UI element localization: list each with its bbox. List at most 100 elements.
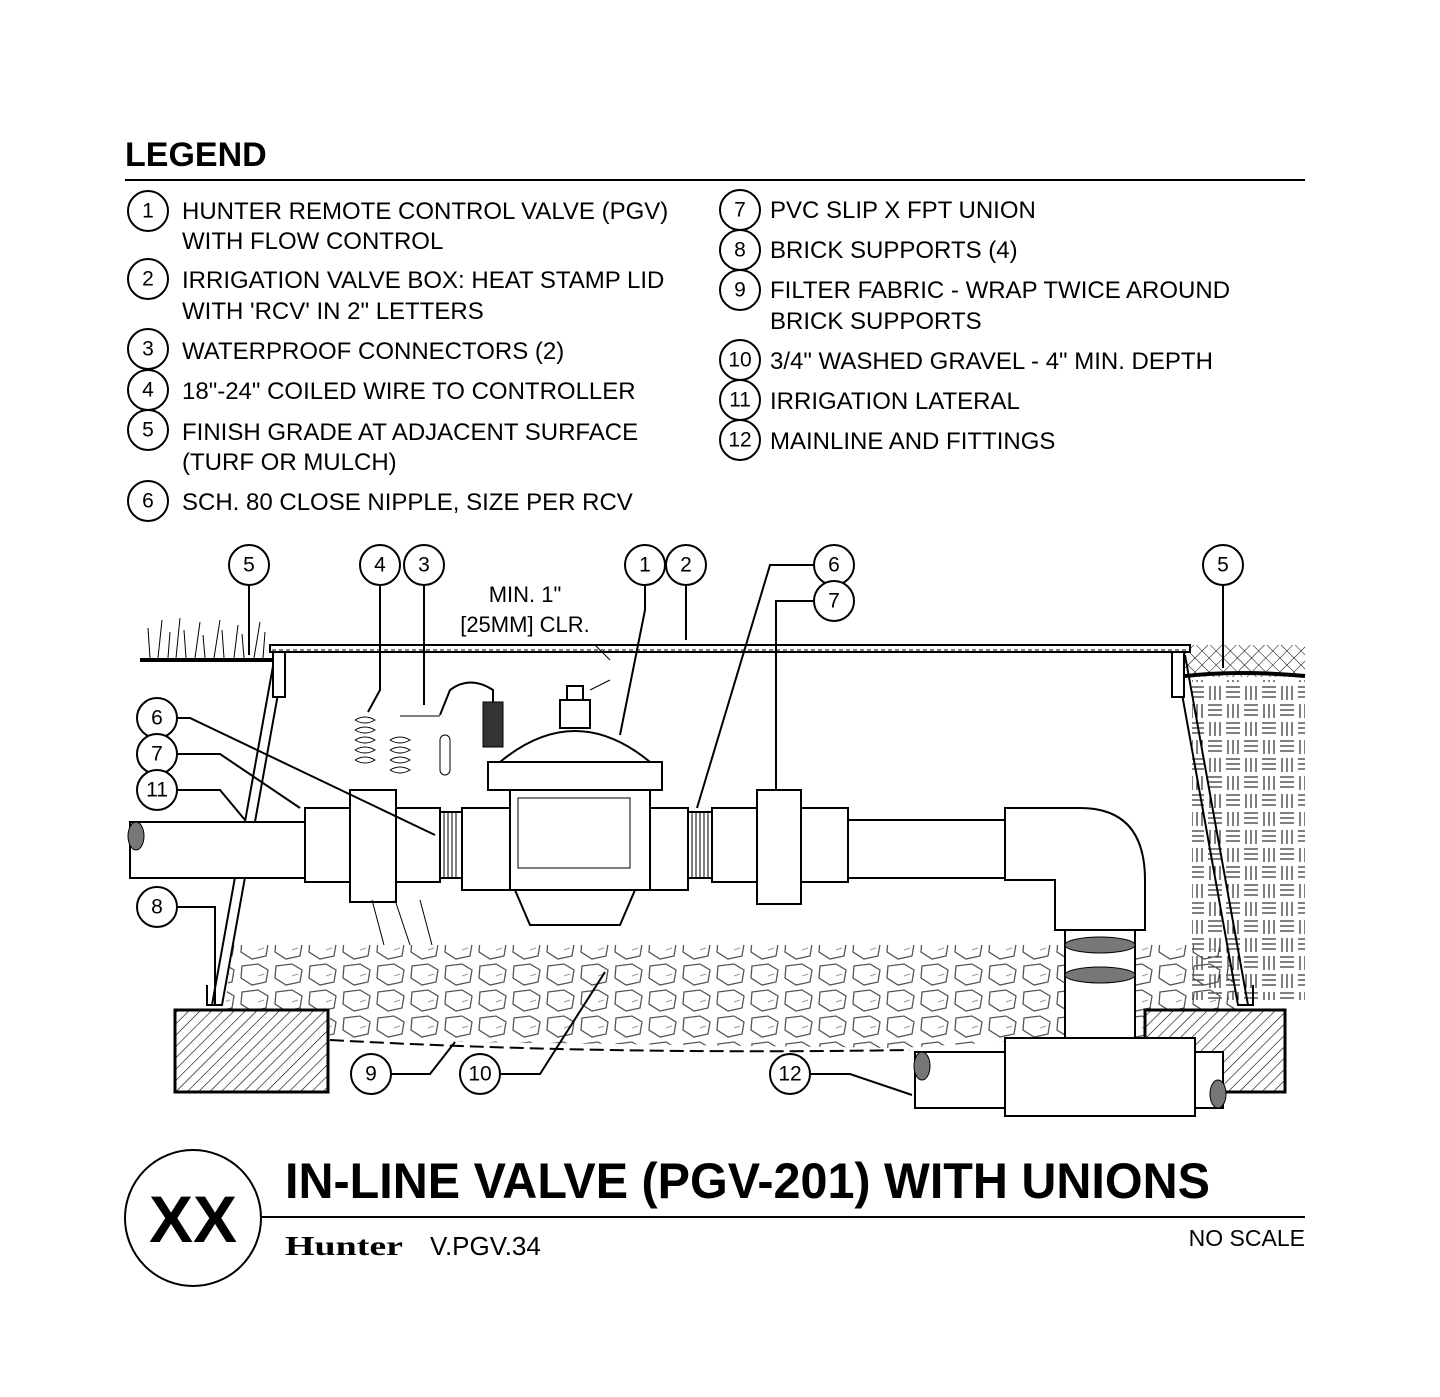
callout-7-right: 7 bbox=[813, 580, 855, 622]
svg-text:12: 12 bbox=[778, 1063, 801, 1086]
drawing-number: V.PGV.34 bbox=[430, 1231, 541, 1261]
legend-right-column: 7 PVC SLIP X FPT UNION 8 BRICK SUPPORTS … bbox=[719, 189, 1230, 461]
svg-text:FILTER FABRIC - WRAP TWICE ARO: FILTER FABRIC - WRAP TWICE AROUND bbox=[770, 277, 1230, 304]
turf-grade bbox=[140, 617, 275, 662]
legend-item-10: 10 3/4" WASHED GRAVEL - 4" MIN. DEPTH bbox=[719, 339, 1213, 381]
svg-text:BRICK SUPPORTS: BRICK SUPPORTS bbox=[770, 308, 982, 335]
svg-text:10: 10 bbox=[468, 1063, 491, 1086]
svg-text:2: 2 bbox=[680, 554, 692, 577]
svg-text:10: 10 bbox=[728, 349, 751, 372]
clearance-note-line1: MIN. 1" bbox=[489, 582, 562, 607]
svg-text:7: 7 bbox=[828, 590, 840, 613]
svg-text:HUNTER REMOTE CONTROL VALVE (P: HUNTER REMOTE CONTROL VALVE (PGV) bbox=[182, 198, 668, 225]
tee-fitting bbox=[1004, 1037, 1196, 1117]
callout-5-right: 5 bbox=[1202, 544, 1244, 586]
svg-text:2: 2 bbox=[142, 268, 154, 291]
svg-text:9: 9 bbox=[734, 279, 746, 302]
svg-text:7: 7 bbox=[151, 743, 163, 766]
legend-item-4: 4 18"-24" COILED WIRE TO CONTROLLER bbox=[127, 369, 636, 411]
coiled-wire bbox=[354, 715, 451, 946]
hunter-logo: Hunter bbox=[285, 1231, 403, 1261]
filter-fabric bbox=[329, 1039, 911, 1053]
svg-text:(TURF OR MULCH): (TURF OR MULCH) bbox=[182, 449, 397, 476]
svg-text:9: 9 bbox=[365, 1063, 377, 1086]
section-drawing: MIN. 1" [25MM] CLR. 5 4 3 1 2 bbox=[127, 544, 1306, 1117]
legend-item-9: 9 FILTER FABRIC - WRAP TWICE AROUND BRICK… bbox=[719, 269, 1230, 335]
legend-item-6: 6 SCH. 80 CLOSE NIPPLE, SIZE PER RCV bbox=[127, 480, 633, 522]
legend-item-8: 8 BRICK SUPPORTS (4) bbox=[719, 229, 1018, 271]
legend-left-column: 1 HUNTER REMOTE CONTROL VALVE (PGV) WITH … bbox=[127, 190, 668, 522]
svg-text:4: 4 bbox=[374, 554, 386, 577]
pvc-pipe bbox=[847, 819, 1007, 879]
close-nipple-left bbox=[439, 811, 463, 879]
svg-text:WATERPROOF CONNECTORS (2): WATERPROOF CONNECTORS (2) bbox=[182, 338, 564, 365]
drawing-title: IN-LINE VALVE (PGV-201) WITH UNIONS bbox=[285, 1153, 1210, 1209]
svg-text:WITH FLOW CONTROL: WITH FLOW CONTROL bbox=[182, 228, 443, 255]
elbow-fitting bbox=[1004, 807, 1146, 931]
callouts: 5 4 3 1 2 6 7 5 6 7 11 8 9 10 12 bbox=[136, 544, 1244, 1095]
callout-12: 12 bbox=[769, 1053, 811, 1095]
svg-text:8: 8 bbox=[734, 239, 746, 262]
svg-text:4: 4 bbox=[142, 379, 154, 402]
svg-text:IRRIGATION LATERAL: IRRIGATION LATERAL bbox=[770, 388, 1020, 415]
callout-4: 4 bbox=[359, 544, 401, 586]
legend-item-3: 3 WATERPROOF CONNECTORS (2) bbox=[127, 328, 564, 370]
svg-text:5: 5 bbox=[243, 554, 255, 577]
svg-text:SCH. 80 CLOSE NIPPLE, SIZE PER: SCH. 80 CLOSE NIPPLE, SIZE PER RCV bbox=[182, 489, 633, 516]
svg-text:18"-24" COILED WIRE TO CONTROL: 18"-24" COILED WIRE TO CONTROLLER bbox=[182, 378, 636, 405]
svg-text:BRICK SUPPORTS (4): BRICK SUPPORTS (4) bbox=[770, 237, 1018, 264]
legend-item-5: 5 FINISH GRADE AT ADJACENT SURFACE (TURF … bbox=[127, 409, 638, 476]
detail-id-circle bbox=[124, 1149, 262, 1287]
clearance-note-line2: [25MM] CLR. bbox=[460, 612, 590, 637]
svg-text:3: 3 bbox=[142, 338, 154, 361]
svg-text:7: 7 bbox=[734, 199, 746, 222]
pgv-valve bbox=[439, 681, 689, 926]
svg-text:6: 6 bbox=[151, 707, 163, 730]
callout-9: 9 bbox=[350, 1053, 392, 1095]
callout-3: 3 bbox=[403, 544, 445, 586]
callout-11: 11 bbox=[136, 769, 178, 811]
legend-item-2: 2 IRRIGATION VALVE BOX: HEAT STAMP LID WI… bbox=[127, 258, 664, 325]
svg-text:6: 6 bbox=[828, 554, 840, 577]
svg-text:1: 1 bbox=[639, 554, 651, 577]
legend-item-12: 12 MAINLINE AND FITTINGS bbox=[719, 419, 1055, 461]
svg-text:IRRIGATION VALVE BOX: HEAT STA: IRRIGATION VALVE BOX: HEAT STAMP LID bbox=[182, 267, 664, 294]
callout-6-right: 6 bbox=[813, 544, 855, 586]
detail-id: XX bbox=[149, 1182, 237, 1256]
svg-text:WITH 'RCV' IN 2" LETTERS: WITH 'RCV' IN 2" LETTERS bbox=[182, 298, 484, 325]
callout-6-left: 6 bbox=[136, 697, 178, 739]
valve-box bbox=[206, 644, 1254, 1006]
legend-item-7: 7 PVC SLIP X FPT UNION bbox=[719, 189, 1036, 231]
legend-item-1: 1 HUNTER REMOTE CONTROL VALVE (PGV) WITH … bbox=[127, 190, 668, 255]
brick-support-left bbox=[173, 1008, 330, 1094]
svg-text:5: 5 bbox=[142, 419, 154, 442]
callout-1: 1 bbox=[624, 544, 666, 586]
svg-text:11: 11 bbox=[146, 779, 168, 802]
svg-text:PVC SLIP X FPT UNION: PVC SLIP X FPT UNION bbox=[770, 197, 1036, 224]
svg-text:3/4" WASHED GRAVEL - 4" MIN. D: 3/4" WASHED GRAVEL - 4" MIN. DEPTH bbox=[770, 348, 1213, 375]
svg-text:MAINLINE AND FITTINGS: MAINLINE AND FITTINGS bbox=[770, 428, 1055, 455]
legend-item-11: 11 IRRIGATION LATERAL bbox=[719, 379, 1020, 421]
callout-5-left: 5 bbox=[228, 544, 270, 586]
legend-title: LEGEND bbox=[125, 136, 267, 174]
lateral-pipe bbox=[127, 821, 307, 879]
scale-note: NO SCALE bbox=[1189, 1225, 1305, 1251]
leader-lines bbox=[177, 564, 1224, 1096]
svg-text:3: 3 bbox=[418, 554, 430, 577]
svg-text:FINISH GRADE AT ADJACENT SURFA: FINISH GRADE AT ADJACENT SURFACE bbox=[182, 419, 638, 446]
callout-8: 8 bbox=[136, 886, 178, 928]
callout-10: 10 bbox=[459, 1053, 501, 1095]
callout-7-left: 7 bbox=[136, 733, 178, 775]
gravel-bed bbox=[225, 945, 1238, 1048]
svg-text:8: 8 bbox=[151, 896, 163, 919]
svg-text:11: 11 bbox=[729, 389, 751, 412]
svg-text:6: 6 bbox=[142, 490, 154, 513]
union-left bbox=[304, 789, 441, 903]
title-block: XX IN-LINE VALVE (PGV-201) WITH UNIONS H… bbox=[124, 1149, 1305, 1287]
svg-text:1: 1 bbox=[142, 200, 154, 223]
union-right bbox=[711, 789, 849, 905]
callout-2: 2 bbox=[665, 544, 707, 586]
svg-text:5: 5 bbox=[1217, 554, 1229, 577]
mainline-pipe bbox=[913, 1051, 1227, 1109]
